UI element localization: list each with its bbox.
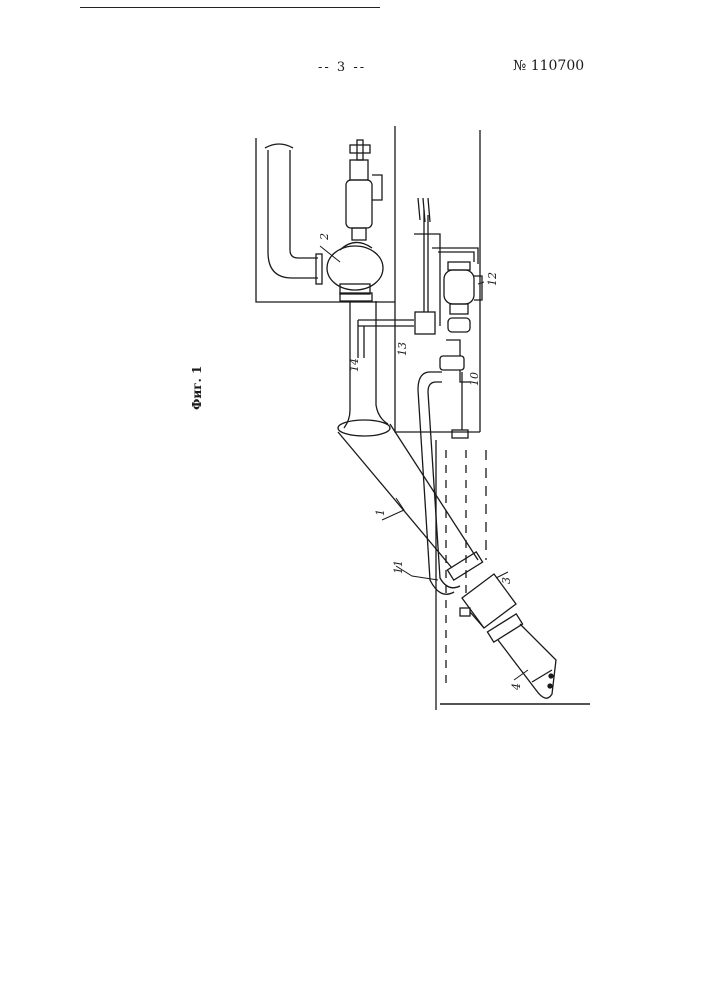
hydraulic-unit [444,270,474,304]
platform-outline [256,138,395,302]
label-10: 10 [468,372,481,386]
label-12: 12 [486,272,499,286]
motor-coupling [350,145,370,153]
elbow-flange [338,420,390,436]
motor-body [346,180,372,228]
label-1: 1 [374,509,387,516]
pipe-flange-3 [447,552,482,580]
discharge-pipe [268,150,318,278]
label-14: 14 [348,358,361,372]
label-4: 4 [510,683,523,691]
pipe-flange-4 [487,614,522,642]
valve-10 [440,356,464,370]
nozzle [498,624,556,698]
label-3: 3 [500,577,513,584]
label-13: 13 [396,342,409,356]
label-11: 11 [392,560,405,574]
label-2: 2 [318,233,331,241]
control-box [415,312,435,334]
